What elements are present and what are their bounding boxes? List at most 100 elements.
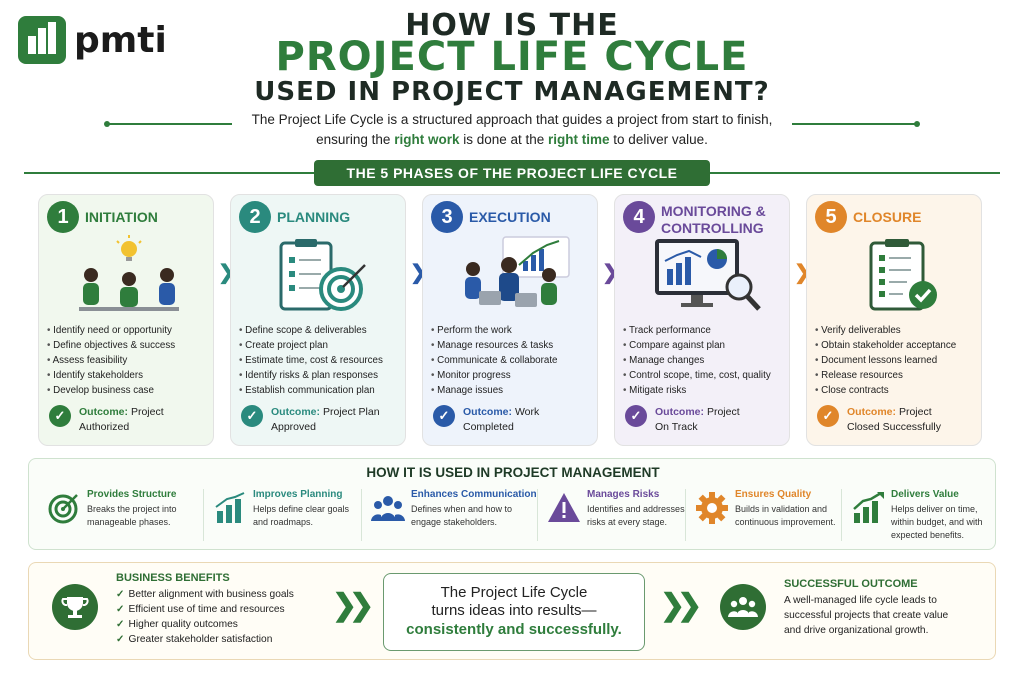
phase-task: Close contracts: [815, 383, 956, 398]
check-circle-icon: ✓: [625, 405, 647, 427]
phase-task: Define objectives & success: [47, 338, 175, 353]
usage-divider: [203, 489, 204, 541]
phase-card-1: 1 INITIATION Identify need or opportunit…: [38, 194, 214, 446]
check-circle-icon: ✓: [433, 405, 455, 427]
check-circle-icon: ✓: [49, 405, 71, 427]
phases-banner: THE 5 PHASES OF THE PROJECT LIFE CYCLE: [314, 160, 710, 186]
center-message: The Project Life Cycle turns ideas into …: [383, 573, 645, 651]
gear-icon: [695, 491, 729, 525]
check-circle-icon: ✓: [817, 405, 839, 427]
benefit-item: ✓Better alignment with business goals: [116, 587, 294, 602]
growth-chart-icon: [851, 491, 885, 525]
outcome-label: Outcome:: [79, 406, 129, 418]
title-line-2: PROJECT LIFE CYCLE: [275, 34, 749, 80]
banner-line-left: [24, 172, 314, 174]
phase-task: Control scope, time, cost, quality: [623, 368, 771, 383]
usage-item: Provides Structure Breaks the project in…: [47, 487, 197, 547]
benefit-item: ✓Greater stakeholder satisfaction: [116, 632, 294, 647]
usage-item: Delivers Value Helps deliver on time, wi…: [851, 487, 1001, 547]
phase-task: Manage changes: [623, 353, 771, 368]
outcome-value: Project: [898, 406, 932, 418]
phase-illustration-icon: [837, 235, 957, 315]
intro-part: to deliver value.: [609, 132, 708, 147]
people-icon: [371, 491, 405, 525]
team-icon: [720, 584, 766, 630]
outcome-value: Project: [706, 406, 740, 418]
target-icon: [47, 491, 81, 525]
phase-title: PLANNING: [277, 209, 351, 225]
phase-task: Develop business case: [47, 383, 175, 398]
outcome-label: Outcome:: [655, 406, 705, 418]
phase-card-4: 4 MONITORING & CONTROLLING Track perform…: [614, 194, 790, 446]
outcome-title: SUCCESSFUL OUTCOME: [784, 578, 918, 590]
intro-emphasis: right work: [394, 132, 460, 147]
intro-part: The Project Life Cycle is a structured a…: [251, 112, 773, 147]
usage-item-desc: Breaks the project into manageable phase…: [87, 504, 177, 527]
phase-task: Identify risks & plan responses: [239, 368, 383, 383]
usage-divider: [537, 489, 538, 541]
phase-task: Define scope & deliverables: [239, 323, 383, 338]
phase-number: 5: [815, 201, 847, 233]
phase-illustration-icon: [261, 235, 381, 315]
usage-divider: [841, 489, 842, 541]
phase-title: MONITORING & CONTROLLING: [661, 203, 766, 236]
phase-task-list: Track performanceCompare against planMan…: [623, 323, 771, 398]
phase-task: Create project plan: [239, 338, 383, 353]
divider-dot: [104, 121, 110, 127]
outcome-value: Project: [130, 406, 164, 418]
center-line-1: The Project Life Cycle: [440, 584, 588, 601]
phase-card-2: 2 PLANNING Define scope & deliverablesCr…: [230, 194, 406, 446]
usage-item-title: Manages Risks: [587, 489, 660, 500]
outcome-value: Project Plan: [322, 406, 380, 418]
benefits-title: BUSINESS BENEFITS: [116, 572, 230, 584]
phase-task: Identify need or opportunity: [47, 323, 175, 338]
outcome-value: Approved: [271, 421, 316, 433]
phase-task: Communicate & collaborate: [431, 353, 557, 368]
benefit-text: Higher quality outcomes: [128, 619, 238, 630]
phase-illustration-icon: [453, 235, 573, 315]
phase-number: 4: [623, 201, 655, 233]
usage-item-desc: Defines when and how to engage stakehold…: [411, 504, 513, 527]
logo-text: pmti: [74, 19, 167, 61]
phase-task-list: Define scope & deliverablesCreate projec…: [239, 323, 383, 398]
phase-task-list: Verify deliverablesObtain stakeholder ac…: [815, 323, 956, 398]
center-line-2: turns ideas into results—: [431, 602, 597, 619]
outcome-label: Outcome:: [271, 406, 321, 418]
phase-card-3: 3 EXECUTION Perform the workManage resou…: [422, 194, 598, 446]
phase-task: Mitigate risks: [623, 383, 771, 398]
center-line-3: consistently and successfully.: [406, 621, 622, 638]
usage-item-title: Provides Structure: [87, 489, 177, 500]
phase-title: EXECUTION: [469, 209, 551, 225]
benefit-item: ✓Efficient use of time and resources: [116, 602, 294, 617]
benefit-text: Better alignment with business goals: [128, 589, 294, 600]
bar-chart-icon: [213, 491, 247, 525]
pmti-logo: pmti: [18, 16, 167, 64]
phase-title: CLOSURE: [853, 209, 922, 225]
check-circle-icon: ✓: [241, 405, 263, 427]
outcome-description: A well-managed life cycle leads to succe…: [784, 595, 949, 636]
usage-title: HOW IT IS USED IN PROJECT MANAGEMENT: [366, 465, 660, 480]
phase-number: 1: [47, 201, 79, 233]
phase-task: Release resources: [815, 368, 956, 383]
phase-task: Monitor progress: [431, 368, 558, 383]
title-line-3: USED IN PROJECT MANAGEMENT?: [254, 77, 770, 107]
trophy-icon: [52, 584, 98, 630]
usage-item-desc: Identifies and addresses risks at every …: [587, 504, 685, 527]
usage-item-desc: Helps deliver on time, within budget, an…: [891, 504, 983, 540]
divider-dot: [914, 121, 920, 127]
usage-divider: [361, 489, 362, 541]
benefit-text: Greater stakeholder satisfaction: [128, 634, 273, 645]
phase-illustration-icon: [69, 235, 189, 315]
banner-line-right: [710, 172, 1000, 174]
intro-emphasis: right time: [548, 132, 610, 147]
usage-item-title: Ensures Quality: [735, 489, 812, 500]
phase-task: Verify deliverables: [815, 323, 956, 338]
phase-card-5: 5 CLOSURE Verify deliverablesObtain stak…: [806, 194, 982, 446]
usage-item: Manages Risks Identifies and addresses r…: [547, 487, 697, 547]
usage-item: Improves Planning Helps define clear goa…: [213, 487, 363, 547]
